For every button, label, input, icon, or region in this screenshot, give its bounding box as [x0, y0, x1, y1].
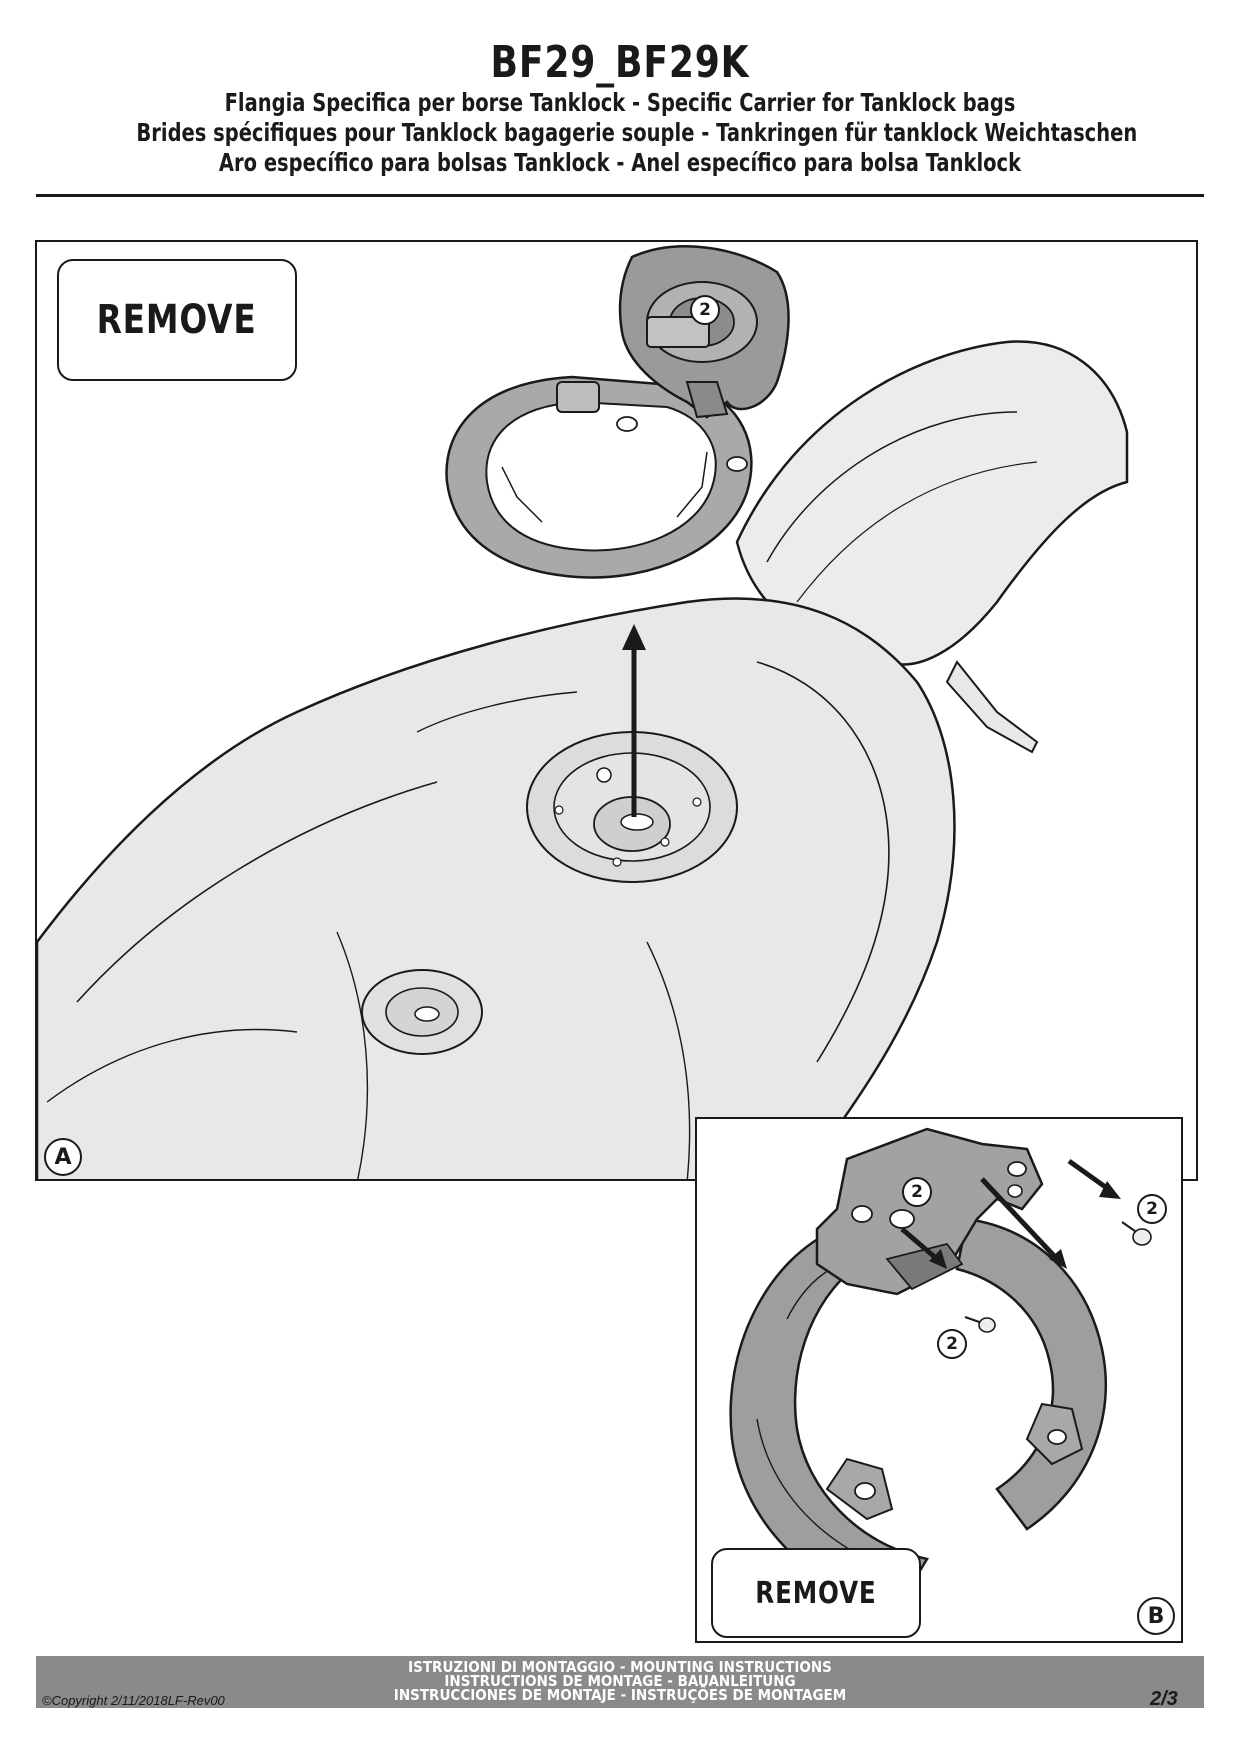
tank-body	[37, 597, 956, 1179]
panel-letter-a: A	[44, 1138, 82, 1176]
motorcycle-tank-drawing	[37, 245, 1129, 1179]
title-line-1: Flangia Specifica per borse Tanklock - S…	[224, 88, 1016, 117]
footer-line-3: INSTRUCCIONES DE MONTAJE - INSTRUÇÕES DE…	[393, 1686, 847, 1704]
callout-2-bracket: 2	[902, 1177, 932, 1207]
remove-label-box: REMOVE	[57, 259, 297, 381]
title-line-3: Aro específico para bolsas Tanklock - An…	[218, 148, 1022, 177]
page-number: 2/3	[1150, 1688, 1178, 1710]
remove-label-box-b: REMOVE	[711, 1548, 921, 1638]
document-header: BF29_BF29K Flangia Specifica per borse T…	[0, 38, 1240, 178]
callout-2-screw-lower: 2	[937, 1329, 967, 1359]
panel-letter-b: B	[1137, 1597, 1175, 1635]
copyright-text: ©Copyright 2/11/2018LF-Rev00	[42, 1693, 225, 1708]
panel-a-illustration: REMOVE 2 A	[35, 240, 1198, 1181]
screw-lower	[964, 1316, 996, 1333]
footer-instructions: ISTRUZIONI DI MONTAGGIO - MOUNTING INSTR…	[0, 1658, 1240, 1704]
ring-segment-right	[955, 1217, 1107, 1531]
panel-b-detail: 2 2 2 REMOVE B	[695, 1117, 1183, 1643]
flange-detail-drawing	[729, 1127, 1152, 1611]
footer-line-1: ISTRUZIONI DI MONTAGGIO - MOUNTING INSTR…	[408, 1658, 832, 1676]
footer-line-2: INSTRUCTIONS DE MONTAGE - BAUANLEITUNG	[444, 1672, 796, 1690]
document-title: BF29_BF29K	[490, 37, 750, 88]
footer-bar	[36, 1656, 1204, 1708]
remove-label-b: REMOVE	[755, 1575, 877, 1611]
screw-right	[1121, 1221, 1152, 1246]
title-line-2: Brides spécifiques pour Tanklock bagager…	[136, 118, 1138, 147]
lock-bracket	[815, 1127, 1044, 1296]
callout-2-lock: 2	[690, 295, 720, 325]
remove-label: REMOVE	[96, 297, 257, 343]
header-divider	[36, 194, 1204, 197]
callout-2-screw-right: 2	[1137, 1194, 1167, 1224]
